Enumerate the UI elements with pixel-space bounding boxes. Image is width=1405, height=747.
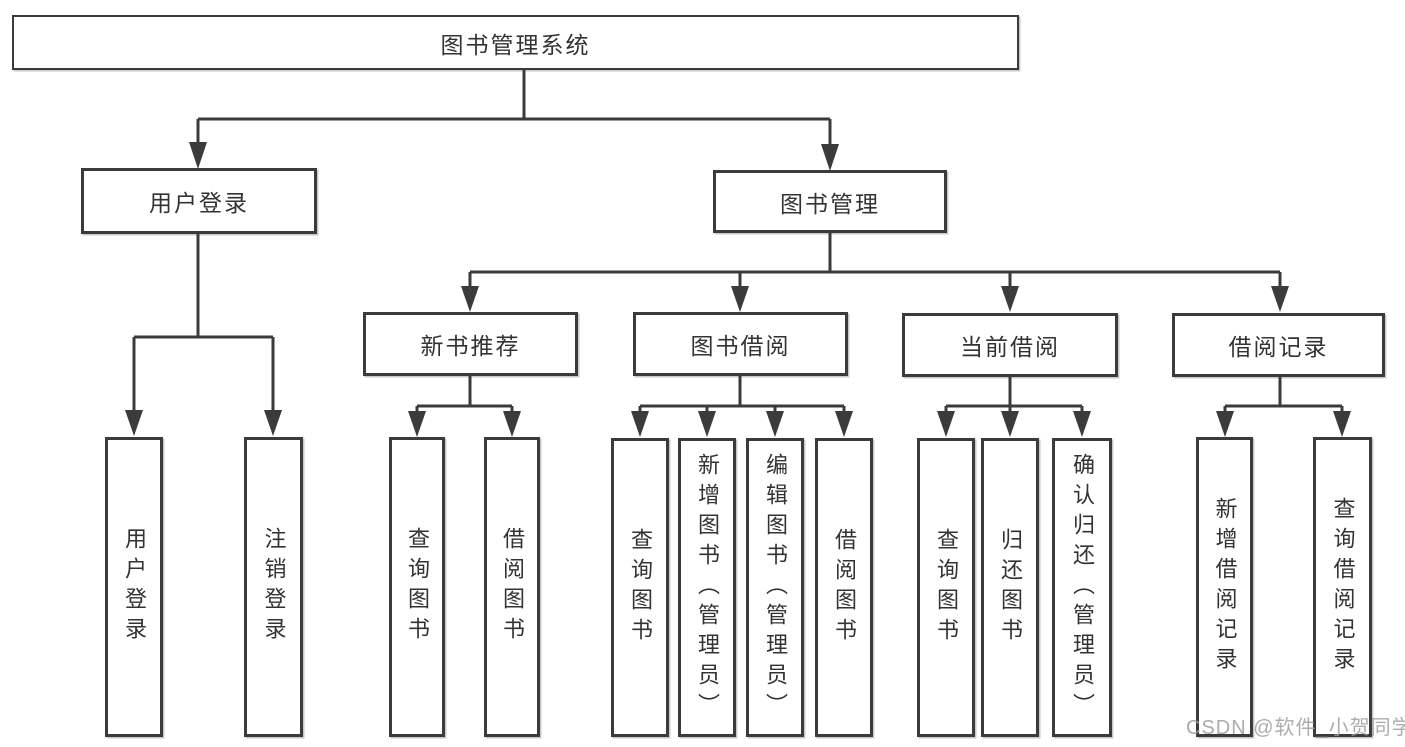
leaf-query-borrow-record: 查询借阅记录	[1313, 437, 1372, 737]
leaf-query-borrow-record-label: 查询借阅记录	[1330, 497, 1356, 677]
node-root-label: 图书管理系统	[440, 31, 591, 58]
leaf-current-query-books: 查询图书	[917, 438, 975, 737]
leaf-newbook-query-books-label: 查询图书	[405, 527, 430, 647]
node-new-book-recommend: 新书推荐	[363, 312, 578, 376]
leaf-user-login-label: 用户登录	[122, 527, 147, 647]
leaf-add-borrow-record: 新增借阅记录	[1196, 437, 1253, 737]
node-current-borrow: 当前借阅	[902, 313, 1118, 377]
leaf-borrow-query-books: 查询图书	[611, 438, 669, 737]
leaf-newbook-borrow-books-label: 借阅图书	[500, 527, 525, 647]
leaf-return-books: 归还图书	[981, 438, 1039, 737]
node-book-borrow-label: 图书借阅	[690, 333, 791, 359]
leaf-newbook-borrow-books: 借阅图书	[484, 437, 540, 737]
leaf-current-query-books-label: 查询图书	[934, 527, 959, 648]
node-root: 图书管理系统	[12, 15, 1019, 70]
leaf-logout-label: 注销登录	[261, 527, 287, 647]
node-borrow-records: 借阅记录	[1172, 313, 1385, 377]
leaf-add-books-admin-label: 新增图书（管理员）	[695, 452, 720, 723]
leaf-edit-books-admin-label: 编辑图书（管理员）	[763, 452, 788, 723]
leaf-add-books-admin: 新增图书（管理员）	[678, 438, 736, 737]
node-current-borrow-label: 当前借阅	[960, 334, 1060, 360]
node-book-borrow: 图书借阅	[633, 312, 848, 376]
leaf-confirm-return-admin-label: 确认归还（管理员）	[1070, 452, 1095, 723]
leaf-confirm-return-admin: 确认归还（管理员）	[1052, 438, 1112, 737]
leaf-newbook-query-books: 查询图书	[389, 437, 445, 737]
node-new-book-recommend-label: 新书推荐	[420, 333, 521, 359]
node-user-login-branch-label: 用户登录	[149, 190, 249, 216]
leaf-borrow-borrow-books: 借阅图书	[815, 438, 873, 737]
leaf-add-borrow-record-label: 新增借阅记录	[1212, 497, 1238, 677]
leaf-return-books-label: 归还图书	[998, 527, 1023, 648]
node-borrow-records-label: 借阅记录	[1228, 334, 1329, 360]
leaf-user-login: 用户登录	[105, 437, 163, 737]
node-book-management: 图书管理	[713, 170, 947, 233]
leaf-logout: 注销登录	[244, 437, 303, 737]
leaf-borrow-borrow-books-label: 借阅图书	[832, 527, 857, 648]
node-book-management-label: 图书管理	[780, 190, 880, 217]
leaf-edit-books-admin: 编辑图书（管理员）	[746, 438, 804, 737]
leaf-borrow-query-books-label: 查询图书	[628, 527, 653, 648]
node-user-login-branch: 用户登录	[81, 168, 317, 234]
